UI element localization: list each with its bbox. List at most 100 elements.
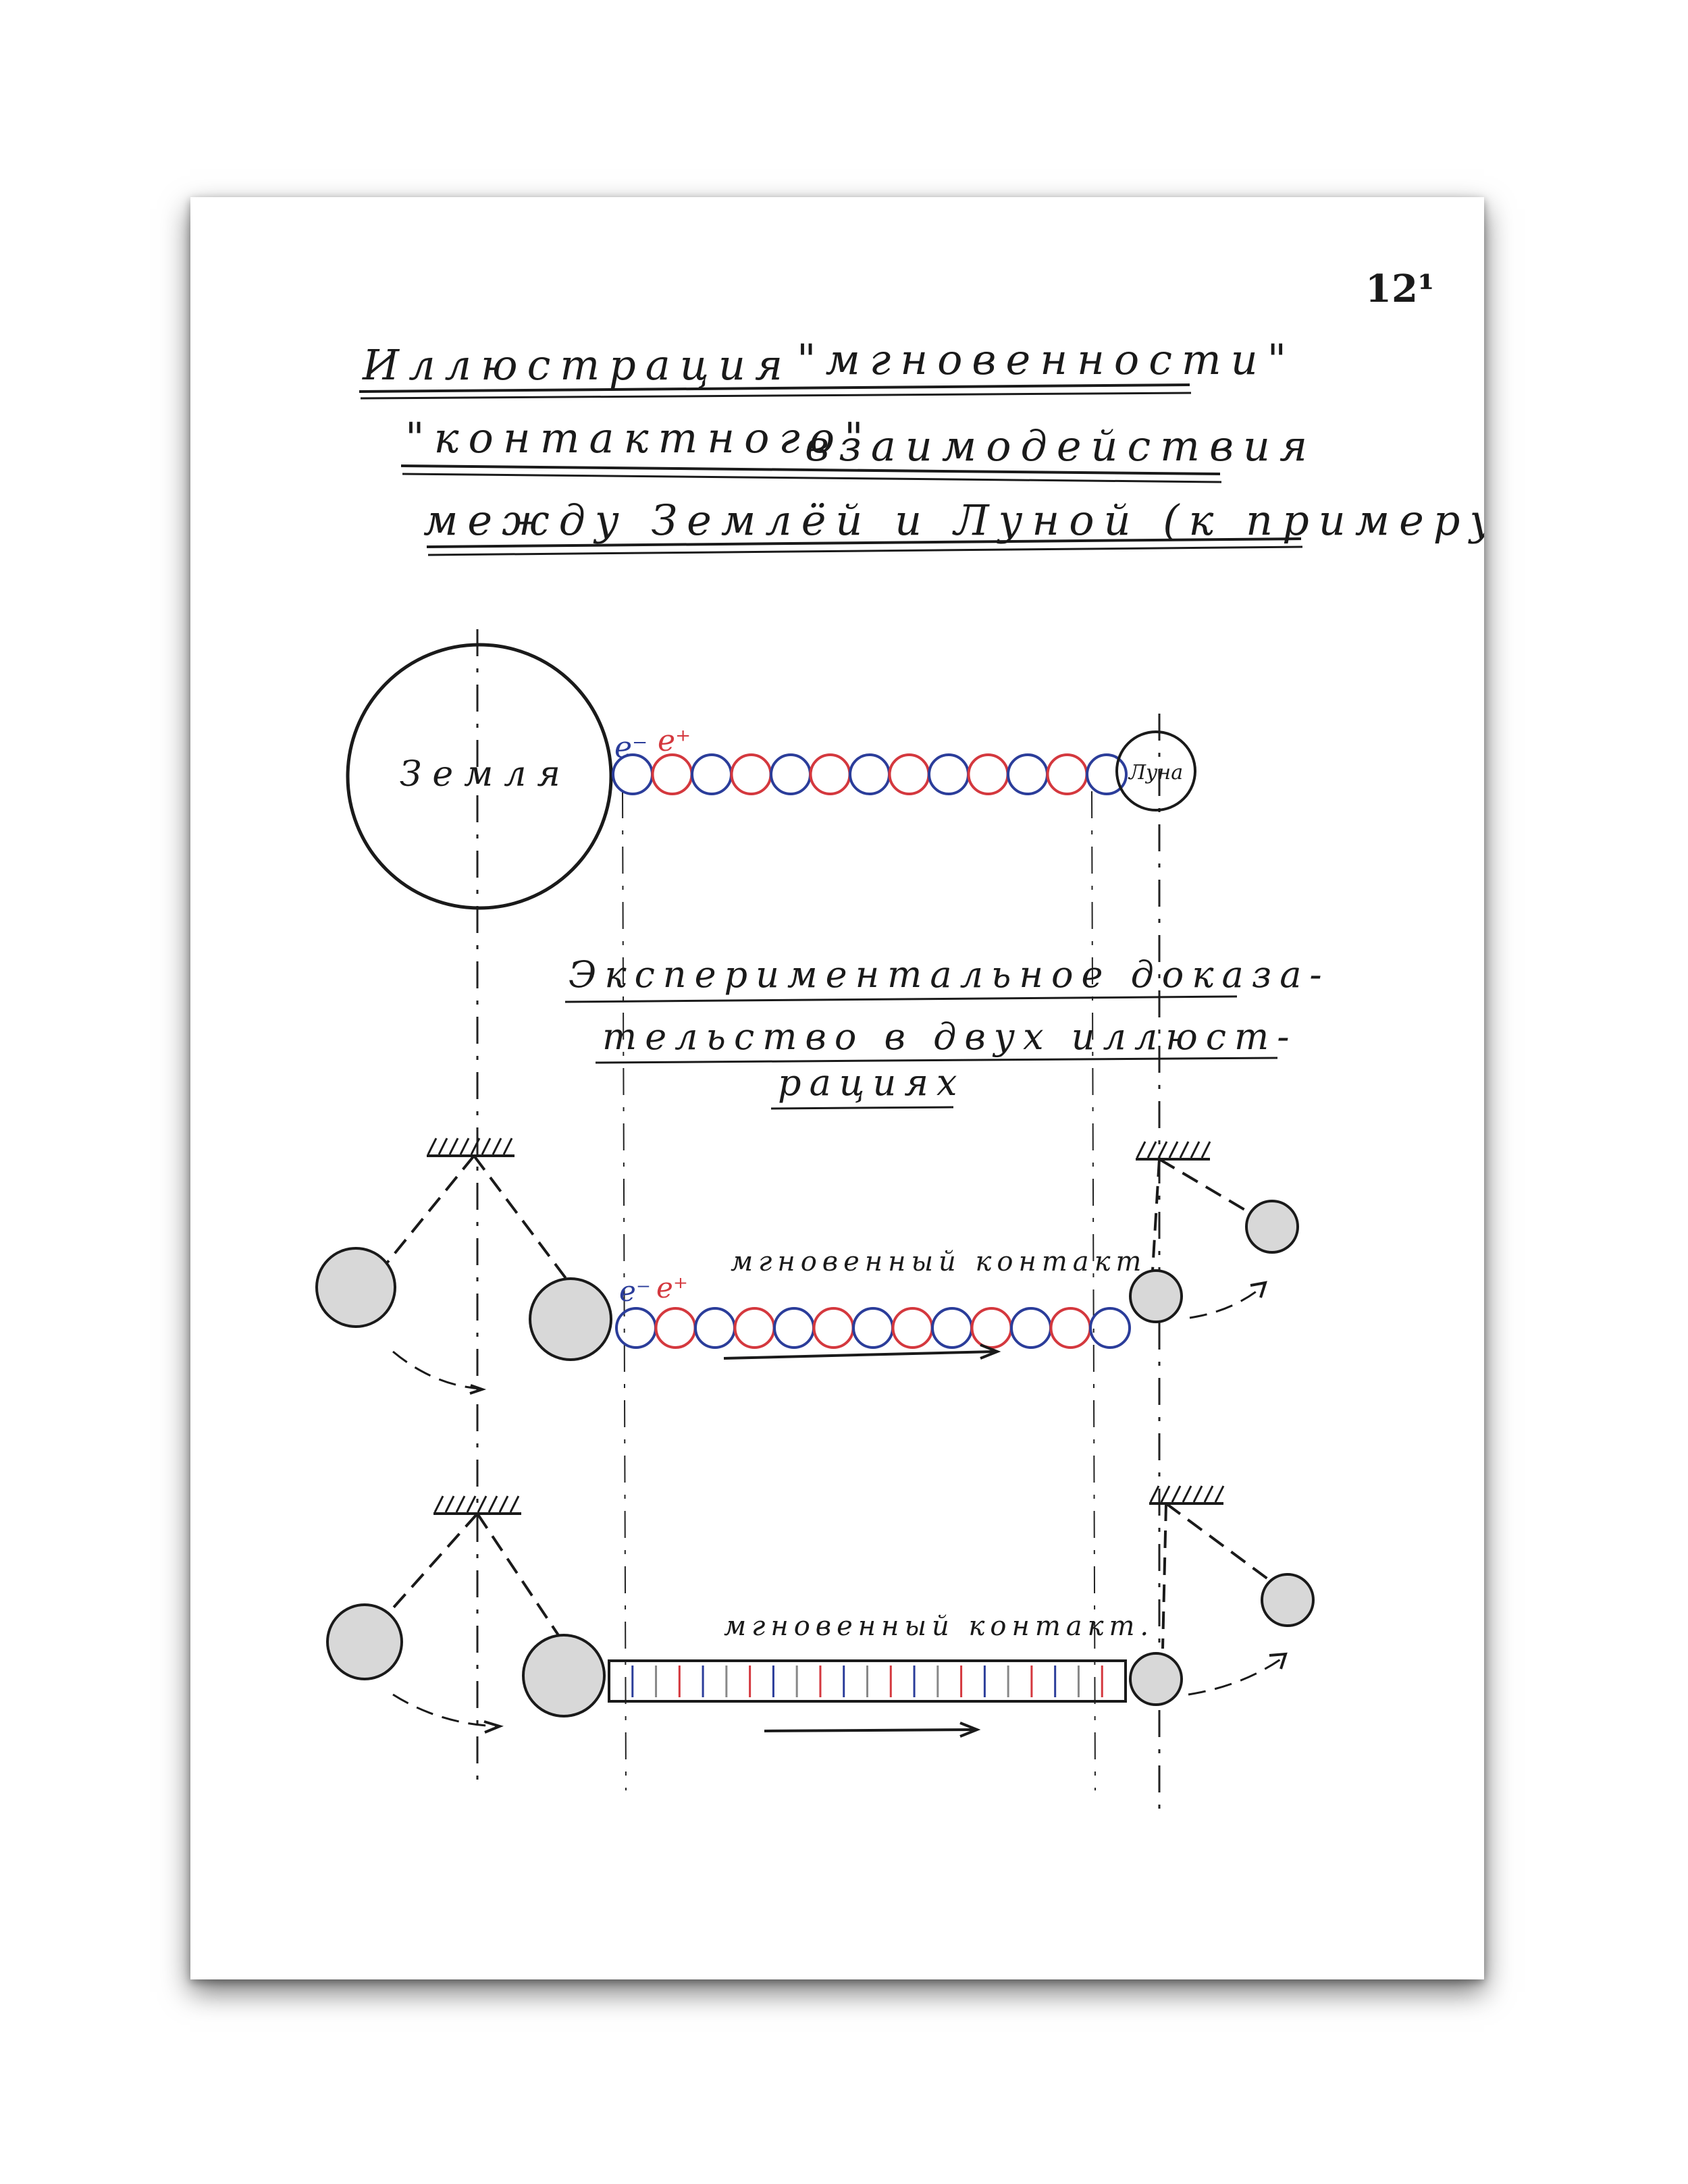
contact-arrow-line-2 [764,1728,974,1732]
positron-particle [967,753,1009,795]
hatch-mark [427,1138,438,1155]
subtitle-line2: тельство в двух иллюст- [602,1015,1297,1058]
hatch-mark [1146,1141,1157,1158]
positron-particle [1046,753,1088,795]
left-ball-raised-1 [315,1247,396,1328]
electron-label-top: e⁻ [614,730,648,765]
electron-particle [1089,1307,1131,1349]
right-ball-rest-1 [1129,1269,1183,1323]
manuscript-page: 12¹ Иллюстрация "мгновенности" "контактн… [190,197,1484,1979]
moon-group: Луна [1115,730,1196,811]
positron-particle [654,1307,697,1349]
hatch-mark [1168,1141,1179,1158]
right-swing-arrow-2 [1269,1652,1288,1670]
subtitle-line3: рациях [778,1061,965,1104]
left-support-hatch-2 [433,1495,520,1513]
hatch-mark [433,1495,444,1513]
positron-particle [812,1307,855,1349]
hatch-mark [1136,1141,1146,1158]
positron-particle [888,753,930,795]
title-line2-a: "контактного" [405,413,873,462]
title-line3: между Землёй и Луной (к примеру) [423,496,1484,545]
left-ball-rest-2 [522,1634,606,1717]
positron-particle [733,1307,776,1349]
contact-arrow-head-1 [980,1343,1001,1360]
subtitle-block: Экспериментальное доказа- тельство в дву… [564,953,1322,1110]
instant-contact-label-1: мгновенный контакт [731,1246,1146,1277]
chain-left-line [622,791,627,1791]
electron-particle [691,753,733,795]
chain-right-line [1091,791,1096,1791]
electron-label-middle: e⁻ [619,1275,651,1308]
positron-particle [970,1307,1013,1349]
hatch-mark [444,1495,455,1513]
right-pendulum-string-rest-2 [1161,1503,1167,1649]
electron-particle [615,1307,657,1349]
earth-circle [346,643,613,910]
right-ball-raised-2 [1261,1573,1315,1627]
hatch-mark [509,1495,520,1513]
hatch-mark [481,1138,492,1155]
electron-particle [1010,1307,1052,1349]
right-support-hatch-1 [1136,1141,1211,1158]
hatch-mark [492,1138,502,1155]
right-swing-arrow-1 [1250,1281,1267,1298]
title-underline-3b [427,545,1303,556]
right-pendulum-string-raised-1 [1158,1158,1252,1215]
illustration-1: e⁻ e⁺ мгновенный контакт [315,1138,1299,1395]
positron-label-top: e⁺ [658,724,691,758]
subtitle-underline-1 [564,995,1238,1003]
earth-group: Земля [346,643,613,910]
right-ball-raised-1 [1245,1200,1299,1254]
electron-particle [852,1307,894,1349]
positron-particle [891,1307,934,1349]
left-pendulum-string-rest-2 [476,1512,560,1636]
particle-chain-middle [615,1307,1131,1349]
subtitle-underline-3 [770,1106,954,1110]
left-swing-arrow-2 [483,1720,504,1734]
positron-particle [809,753,851,795]
title-underline-1b [360,392,1192,400]
positron-particle [651,753,693,795]
hatch-mark [1182,1485,1192,1503]
left-swing-arc-2 [392,1693,498,1728]
subtitle-underline-2 [595,1057,1278,1064]
hatch-mark [498,1495,509,1513]
left-ball-raised-2 [326,1603,403,1680]
right-swing-arc-1 [1189,1284,1265,1319]
hatch-mark [466,1495,477,1513]
title-underline-1a [359,383,1190,393]
title-line1-b: "мгновенности" [797,335,1296,384]
hatch-mark [1171,1485,1182,1503]
right-pendulum-string-rest-1 [1151,1158,1161,1271]
electron-particle [928,753,970,795]
left-support-hatch-1 [427,1138,513,1155]
electron-particle [849,753,891,795]
hatch-mark [1149,1485,1160,1503]
right-swing-arc-2 [1188,1655,1285,1696]
moon-circle [1115,730,1196,811]
left-pendulum-string-rest-1 [473,1154,577,1292]
hatch-mark [455,1495,466,1513]
hatch-mark [438,1138,448,1155]
right-pendulum-string-raised-2 [1165,1502,1272,1582]
hatch-mark [1192,1485,1203,1503]
title-underline-2a [400,464,1221,475]
hatch-mark [470,1138,481,1155]
hatch-mark [1179,1141,1190,1158]
hatch-mark [1157,1141,1168,1158]
left-pendulum-string-raised-1 [385,1154,475,1265]
left-swing-arc-1 [392,1350,481,1390]
positron-particle [1049,1307,1092,1349]
title-underline-2b [402,473,1222,483]
hatch-mark [502,1138,513,1155]
right-support-hatch-2 [1149,1485,1225,1503]
title-line1-a: Иллюстрация [362,340,792,390]
right-ball-rest-2 [1129,1652,1183,1706]
illustration-2: мгновенный контакт. [326,1485,1315,1738]
title-line2-b: взаимодействия [805,421,1317,471]
positron-label-middle: e⁺ [656,1271,688,1304]
electron-particle [931,1307,973,1349]
title-underline-3a [426,537,1302,548]
electron-particle [773,1307,815,1349]
